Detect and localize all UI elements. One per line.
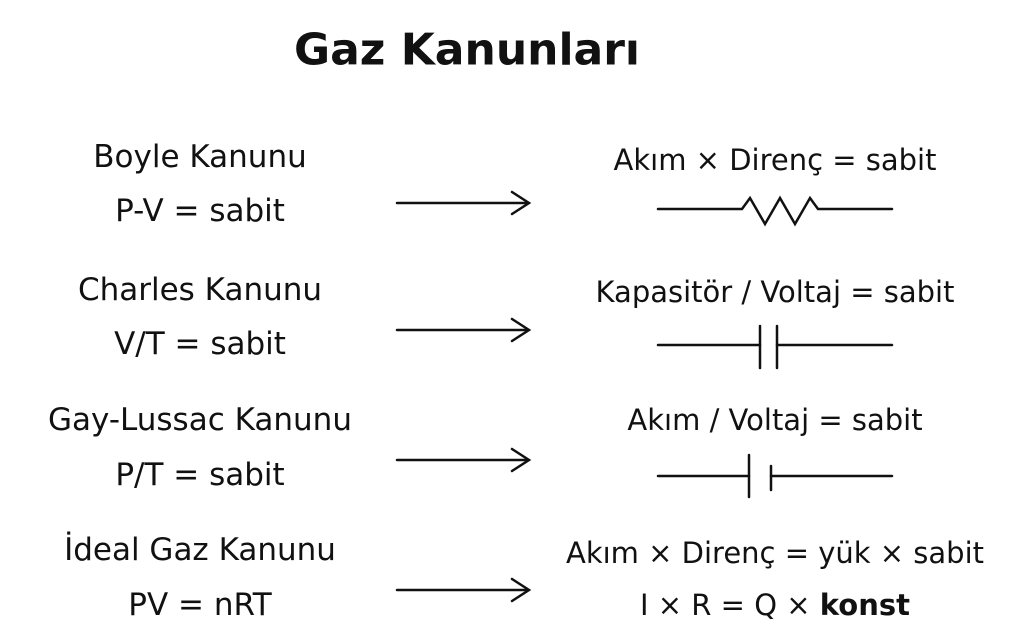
analogy-ideal-gas: Akım × Direnç = yük × sabit (565, 536, 985, 570)
law-name-charles: Charles Kanunu (77, 272, 323, 308)
battery-icon (656, 453, 894, 499)
arrow-icon (395, 447, 532, 473)
law-name-boyle: Boyle Kanunu (93, 139, 307, 175)
law-formula-boyle: P-V = sabit (115, 193, 285, 229)
law-formula-ideal-gas: PV = nRT (128, 587, 272, 623)
analogy-gay-lussac: Akım / Voltaj = sabit (627, 403, 923, 437)
arrow-icon (395, 317, 532, 343)
analogy-formula-text: I × R = Q × (640, 588, 820, 622)
law-formula-charles: V/T = sabit (114, 326, 286, 362)
law-name-ideal-gas: İdeal Gaz Kanunu (64, 532, 336, 568)
arrow-icon (395, 577, 532, 603)
law-name-gay-lussac: Gay-Lussac Kanunu (48, 402, 352, 438)
analogy-boyle: Akım × Direnç = sabit (613, 143, 937, 177)
page-title: Gaz Kanunları (293, 24, 641, 76)
analogy-charles: Kapasitör / Voltaj = sabit (595, 275, 955, 309)
analogy-ideal-gas-formula: I × R = Q × konst (640, 588, 910, 622)
resistor-icon (656, 195, 894, 227)
analogy-formula-konst: konst (819, 588, 910, 622)
capacitor-icon (656, 324, 894, 370)
arrow-icon (395, 190, 532, 216)
law-formula-gay-lussac: P/T = sabit (115, 457, 285, 493)
